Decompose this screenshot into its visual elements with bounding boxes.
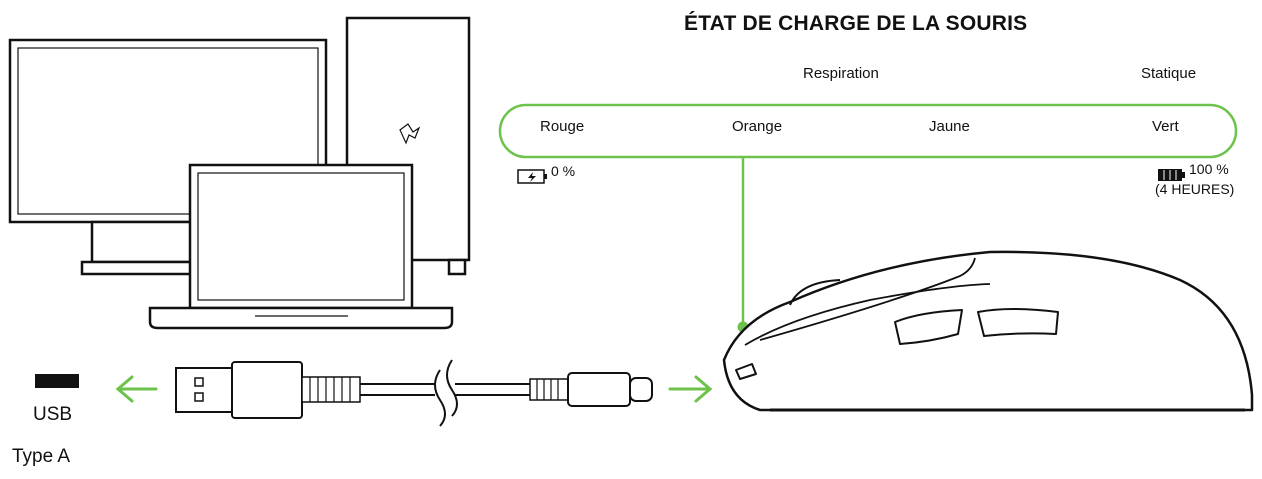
charge-full-label: 100 %	[1189, 161, 1229, 177]
color-label-green: Vert	[1152, 118, 1179, 135]
mouse-icon	[722, 250, 1254, 412]
battery-charging-icon	[517, 169, 547, 184]
usb-port-icon	[35, 374, 79, 388]
laptop-icon	[148, 163, 454, 330]
charge-status-bar	[498, 103, 1238, 159]
left-arrow-icon	[115, 375, 158, 403]
charge-low-label: 0 %	[551, 163, 576, 179]
usb-label: USB	[33, 404, 73, 425]
color-label-red: Rouge	[540, 118, 585, 135]
right-arrow-icon	[668, 375, 713, 403]
diagram-title: ÉTAT DE CHARGE DE LA SOURIS	[684, 12, 1028, 35]
usb-cable-icon	[175, 359, 653, 427]
battery-full-icon	[1158, 169, 1185, 181]
charge-full-time-label: (4 HEURES)	[1155, 181, 1235, 197]
mode-label-breathing: Respiration	[803, 65, 879, 82]
color-label-orange: Orange	[732, 118, 783, 135]
color-label-yellow: Jaune	[929, 118, 970, 135]
mode-label-static: Statique	[1141, 65, 1197, 82]
usb-type-label: Type A	[12, 446, 71, 467]
